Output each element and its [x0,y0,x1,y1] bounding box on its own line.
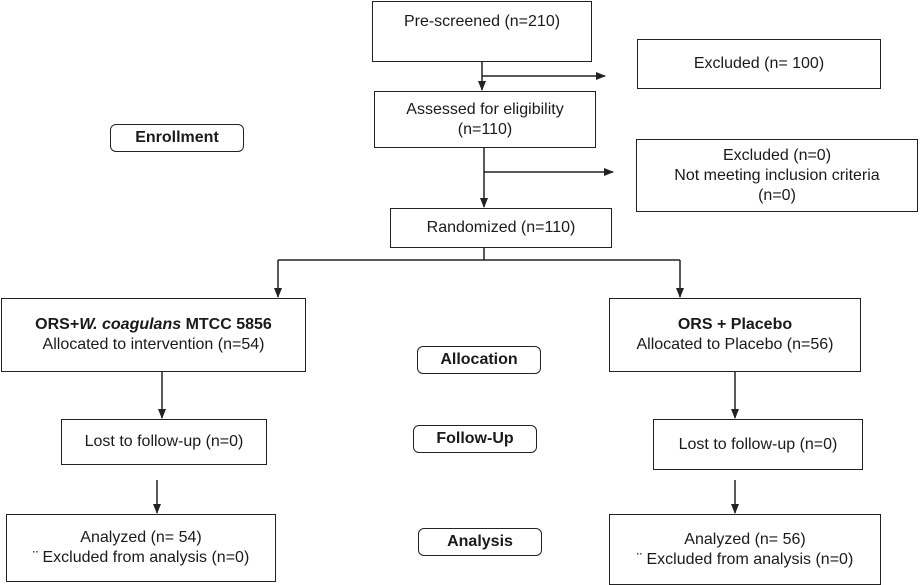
intervention-title-prefix: ORS+ [35,316,80,333]
excluded-2-line2: Not meeting inclusion criteria [674,166,880,184]
lost-right-box: Lost to follow-up (n=0) [653,419,863,470]
placebo-line2: Allocated to Placebo (n=56) [636,336,834,353]
placebo-title: ORS + Placebo [677,316,793,333]
excluded-2-box: Excluded (n=0) Not meeting inclusion cri… [636,139,918,212]
intervention-title-suffix: MTCC 5856 [181,316,272,333]
stage-allocation: Allocation [417,346,541,374]
analyzed-left-line2: ¨ Excluded from analysis (n=0) [32,549,250,566]
prescreened-text: Pre-screened (n=210) [403,13,561,30]
excluded-2-line1: Excluded (n=0) [722,146,832,164]
assessed-box: Assessed for eligibility (n=110) [374,91,596,148]
assessed-line2: (n=110) [457,120,513,138]
randomized-box: Randomized (n=110) [390,208,612,248]
analyzed-left-box: Analyzed (n= 54) ¨ Excluded from analysi… [6,514,276,582]
analyzed-right-line2: ¨ Excluded from analysis (n=0) [636,550,854,568]
intervention-box: ORS+W. coagulans MTCC 5856 Allocated to … [1,298,306,372]
stage-follow-up-label: Follow-Up [436,430,514,447]
stage-enrollment: Enrollment [110,124,244,152]
excluded-1-text: Excluded (n= 100) [693,55,825,72]
stage-analysis: Analysis [418,528,542,556]
placebo-box: ORS + Placebo Allocated to Placebo (n=56… [609,298,861,372]
lost-right-text: Lost to follow-up (n=0) [678,435,838,453]
analyzed-right-line1: Analyzed (n= 56) [684,530,806,548]
intervention-line2: Allocated to intervention (n=54) [42,336,265,353]
lost-left-text: Lost to follow-up (n=0) [84,433,244,450]
stage-follow-up: Follow-Up [413,425,537,453]
randomized-text: Randomized (n=110) [426,219,576,236]
excluded-1-box: Excluded (n= 100) [637,39,881,89]
lost-left-box: Lost to follow-up (n=0) [61,419,267,465]
analyzed-left-line1: Analyzed (n= 54) [80,529,202,546]
analyzed-right-box: Analyzed (n= 56) ¨ Excluded from analysi… [609,514,881,585]
assessed-line1: Assessed for eligibility [406,100,564,118]
intervention-title-species: W. coagulans [79,316,182,333]
prescreened-box: Pre-screened (n=210) [372,1,592,62]
intervention-title: ORS+W. coagulans MTCC 5856 [35,315,272,335]
stage-analysis-label: Analysis [447,533,513,550]
stage-allocation-label: Allocation [440,351,518,368]
excluded-2-line3: (n=0) [758,186,796,204]
stage-enrollment-label: Enrollment [135,129,219,146]
